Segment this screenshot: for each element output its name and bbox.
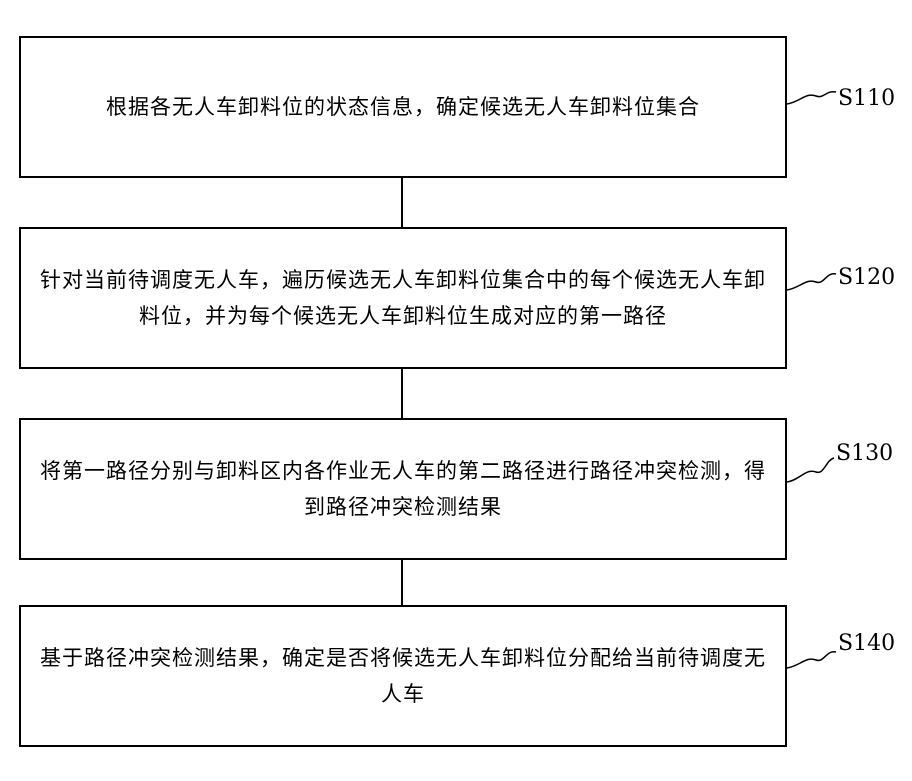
leader-line-s140 xyxy=(787,652,836,668)
leader-line-s110 xyxy=(787,92,836,104)
step-label-s140: S140 xyxy=(838,631,895,656)
step-label-s130: S130 xyxy=(836,441,893,466)
step-label-s120: S120 xyxy=(838,265,895,290)
step-label-s110: S110 xyxy=(838,86,895,111)
leader-line-s120 xyxy=(787,274,836,290)
leader-line-s130 xyxy=(787,458,834,482)
